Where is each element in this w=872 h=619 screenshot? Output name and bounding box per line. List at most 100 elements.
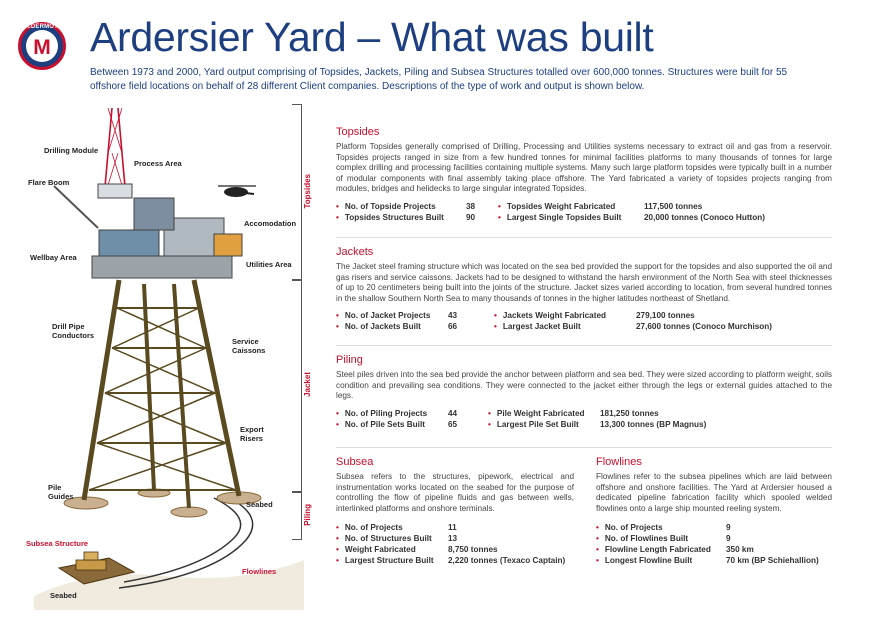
stat-value: 90 <box>466 212 476 222</box>
stat-label: Weight Fabricated <box>336 544 448 555</box>
callout-wellbay-area: Wellbay Area <box>30 253 77 262</box>
bracket-piling <box>292 492 302 540</box>
stat-value: 44 <box>448 408 458 418</box>
intro-paragraph: Between 1973 and 2000, Yard output compr… <box>90 67 788 92</box>
stat-label: No. of Flowlines Built <box>596 533 726 544</box>
stat-label: No. of Projects <box>336 522 448 533</box>
divider <box>336 345 832 346</box>
section-topsides: Topsides Platform Topsides generally com… <box>336 126 832 223</box>
stat-label: Largest Jacket Built <box>494 321 636 332</box>
stat-value: 279,100 tonnes <box>636 311 695 320</box>
stat-value: 43 <box>448 311 458 320</box>
flowline-2 <box>118 495 254 589</box>
stat-label: Largest Single Topsides Built <box>498 212 644 223</box>
callout-seabed-right: Seabed <box>246 500 273 509</box>
stat-label: Jackets Weight Fabricated <box>494 310 636 321</box>
section-flowlines: Flowlines Flowlines refer to the subsea … <box>596 456 832 566</box>
stat-value: 181,250 tonnes <box>600 408 659 418</box>
topsides-body: Platform Topsides generally comprised of… <box>336 142 832 193</box>
seabed-shape <box>34 560 304 610</box>
stat-label: Longest Flowline Built <box>596 555 726 566</box>
stat-label: Largest Pile Set Built <box>488 419 600 430</box>
stat-label: No. of Topside Projects <box>336 201 466 212</box>
callout-export-risers: Export Risers <box>240 425 264 443</box>
label-topsides: Topsides <box>303 174 312 209</box>
pile-pads <box>63 488 262 518</box>
stat-value: 38 <box>466 201 476 211</box>
mcdermott-logo: M McDERMOTT <box>18 22 66 70</box>
section-piling: Piling Steel piles driven into the sea b… <box>336 354 832 430</box>
stat-value: 117,500 tonnes <box>644 201 703 211</box>
stat-value: 13 <box>448 534 458 543</box>
flowlines-title: Flowlines <box>596 456 642 468</box>
callout-subsea-structure: Subsea Structure <box>26 539 89 548</box>
callout-service-caissons: Service Caissons <box>232 337 266 355</box>
stat-value: 70 km (BP Schiehallion) <box>726 556 819 565</box>
label-jacket: Jacket <box>303 372 312 397</box>
stat-value: 27,600 tonnes (Conoco Murchison) <box>636 322 773 331</box>
stat-value: 2,220 tonnes (Texaco Captain) <box>448 556 566 565</box>
stat-label: No. of Pile Sets Built <box>336 419 448 430</box>
stat-label: Topsides Structures Built <box>336 212 466 223</box>
section-subsea: Subsea Subsea refers to the structures, … <box>336 456 574 566</box>
stat-label: No. of Projects <box>596 522 726 533</box>
platform-illustration <box>34 107 304 610</box>
topsides-title: Topsides <box>336 126 380 138</box>
piling-title: Piling <box>336 354 363 366</box>
callout-process-area: Process Area <box>134 159 182 168</box>
stat-label: No. of Jackets Built <box>336 321 448 332</box>
callout-accomodation: Accomodation <box>244 219 297 228</box>
jacket-structure <box>81 279 242 509</box>
bracket-topsides <box>292 104 302 280</box>
stat-label: No. of Structures Built <box>336 533 448 544</box>
stat-value: 350 km <box>726 545 754 554</box>
bracket-jacket <box>292 280 302 492</box>
drilling-derrick <box>97 107 133 199</box>
stat-label: Pile Weight Fabricated <box>488 408 600 419</box>
stat-value: 11 <box>448 523 457 532</box>
section-jackets: Jackets The Jacket steel framing structu… <box>336 246 832 332</box>
flowline-1 <box>123 497 242 583</box>
topsides-deck <box>91 197 243 279</box>
stat-label: Topsides Weight Fabricated <box>498 201 644 212</box>
stat-label: Flowline Length Fabricated <box>596 544 726 555</box>
stat-value: 20,000 tonnes (Conoco Hutton) <box>644 212 765 222</box>
stat-label: No. of Piling Projects <box>336 408 448 419</box>
callout-drilling-module: Drilling Module <box>44 146 99 155</box>
callout-flare-boom: Flare Boom <box>28 178 70 187</box>
flare-boom <box>53 185 99 229</box>
logo-ring: M <box>26 30 58 62</box>
subsea-structure-graphic <box>57 551 136 585</box>
piling-body: Steel piles driven into the sea bed prov… <box>336 370 832 400</box>
callout-utilities-area: Utilities Area <box>246 260 292 269</box>
stat-value: 8,750 tonnes <box>448 545 498 554</box>
stat-value: 9 <box>726 534 731 543</box>
page-title: Ardersier Yard – What was built <box>90 14 654 60</box>
stat-value: 66 <box>448 322 458 331</box>
stat-value: 9 <box>726 523 731 532</box>
flowlines-body: Flowlines refer to the subsea pipelines … <box>596 472 832 513</box>
callout-seabed-bottom: Seabed <box>50 591 77 600</box>
